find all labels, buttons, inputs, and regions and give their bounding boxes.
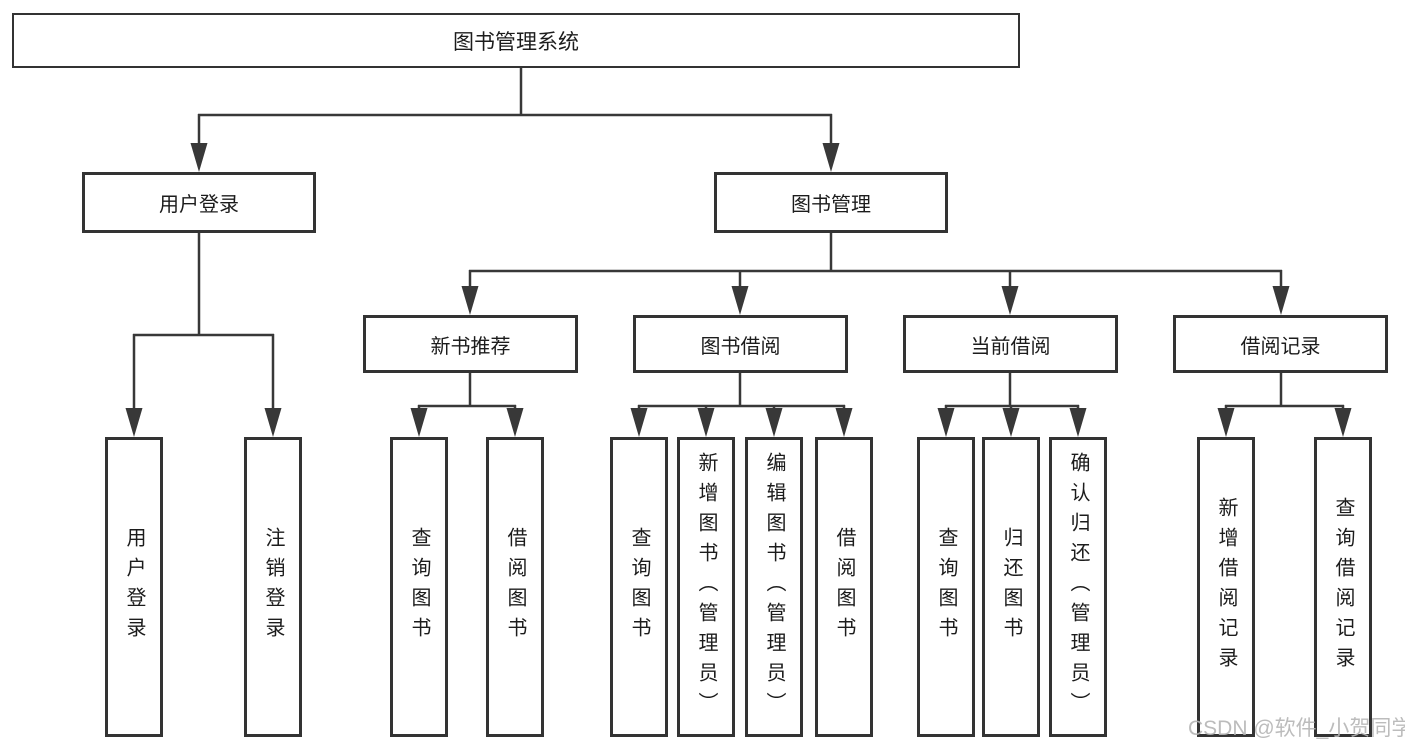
connector-borrowing-records-children: [1217, 371, 1352, 437]
connector-current-borrowing-children: [937, 371, 1087, 437]
node-new-book-recommendation: 新书推荐: [363, 315, 578, 373]
node-borrowing-records: 借阅记录: [1173, 315, 1388, 373]
node-current-borrowing: 当前借阅: [903, 315, 1118, 373]
node-user-login: 用户登录: [82, 172, 316, 233]
leaf-edit-books-admin: 编辑图书（管理员）: [745, 437, 803, 737]
leaf-return-books-label: 归还图书: [1000, 527, 1022, 647]
leaf-confirm-return-admin: 确认归还（管理员）: [1049, 437, 1107, 737]
connector-user-login-children: [125, 231, 282, 437]
leaf-query-books-borrowing-label: 查询图书: [628, 527, 650, 647]
leaf-query-books-recommend: 查询图书: [390, 437, 448, 737]
leaf-logout-login: 注销登录: [244, 437, 302, 737]
connector-new-book-recommendation-children: [410, 371, 524, 437]
leaf-add-borrow-record-label: 新增借阅记录: [1215, 497, 1237, 677]
leaf-borrow-books-borrowing: 借阅图书: [815, 437, 873, 737]
leaf-query-books-current: 查询图书: [917, 437, 975, 737]
leaf-return-books: 归还图书: [982, 437, 1040, 737]
leaf-query-books-borrowing: 查询图书: [610, 437, 668, 737]
root-node-system-title: 图书管理系统: [12, 13, 1020, 68]
leaf-borrow-books-borrowing-label: 借阅图书: [833, 527, 855, 647]
connector-root-to-level2: [190, 66, 840, 172]
leaf-query-books-current-label: 查询图书: [935, 527, 957, 647]
leaf-query-borrow-record-label: 查询借阅记录: [1332, 497, 1354, 677]
leaf-borrow-books-recommend-label: 借阅图书: [504, 527, 526, 647]
leaf-borrow-books-recommend: 借阅图书: [486, 437, 544, 737]
leaf-add-books-admin-label: 新增图书（管理员）: [695, 452, 717, 722]
node-book-management: 图书管理: [714, 172, 948, 233]
leaf-user-login: 用户登录: [105, 437, 163, 737]
leaf-edit-books-admin-label: 编辑图书（管理员）: [763, 452, 785, 722]
csdn-watermark: CSDN @软件_小贺同学: [1188, 717, 1405, 740]
leaf-query-borrow-record: 查询借阅记录: [1314, 437, 1372, 737]
leaf-logout-login-label: 注销登录: [262, 527, 284, 647]
leaf-query-books-recommend-label: 查询图书: [408, 527, 430, 647]
node-book-borrowing: 图书借阅: [633, 315, 848, 373]
connector-book-borrowing-children: [630, 371, 853, 437]
leaf-add-borrow-record: 新增借阅记录: [1197, 437, 1255, 737]
leaf-add-books-admin: 新增图书（管理员）: [677, 437, 735, 737]
connector-book-management-children: [461, 231, 1290, 315]
leaf-user-login-label: 用户登录: [123, 527, 145, 647]
leaf-confirm-return-admin-label: 确认归还（管理员）: [1067, 452, 1089, 722]
